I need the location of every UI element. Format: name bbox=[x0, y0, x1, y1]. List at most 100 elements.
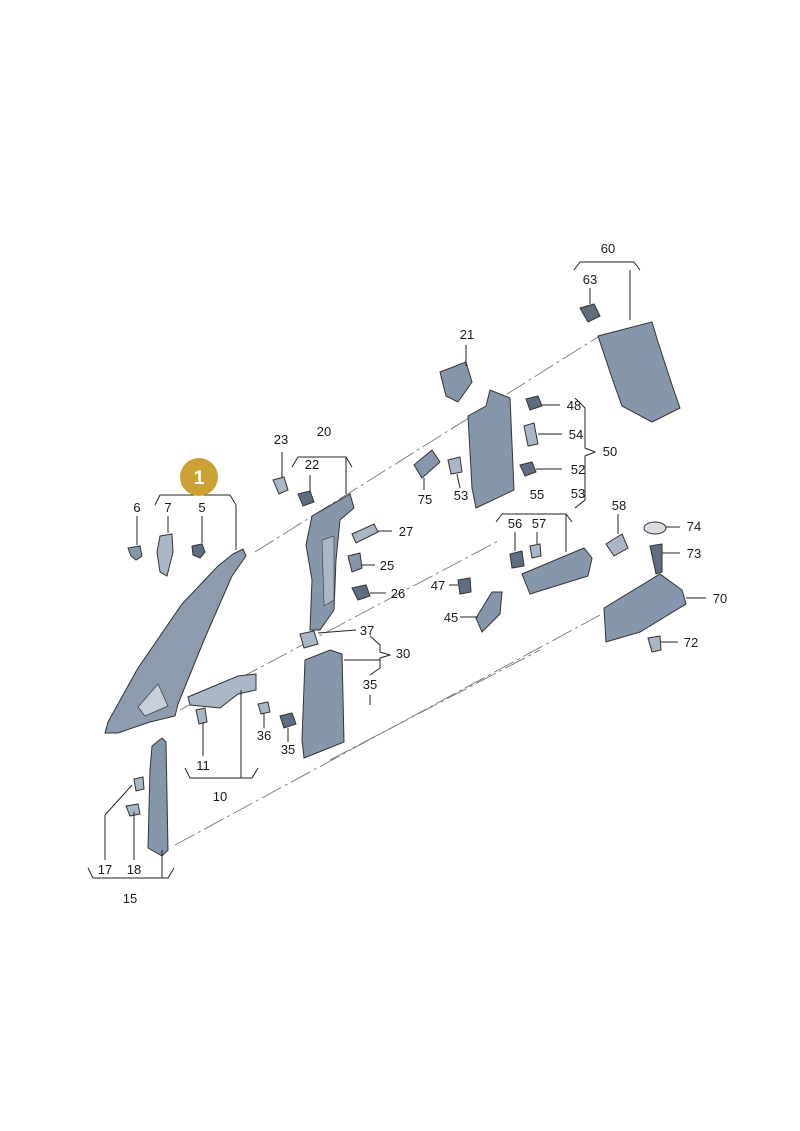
clip-63-shape bbox=[579, 303, 601, 323]
clip-57[interactable] bbox=[529, 543, 542, 559]
part-label[interactable]: 37 bbox=[360, 623, 374, 638]
leader-line bbox=[104, 784, 133, 816]
screw-52[interactable] bbox=[519, 461, 537, 477]
trim-panel-70[interactable] bbox=[603, 573, 687, 643]
part-label[interactable]: 58 bbox=[612, 498, 626, 513]
part-label[interactable]: 50 bbox=[603, 444, 617, 459]
a-pillar-trim-part[interactable] bbox=[104, 548, 247, 734]
b-pillar-lower-30[interactable] bbox=[301, 649, 345, 759]
bracket-21-shape bbox=[439, 361, 473, 403]
part-label[interactable]: 75 bbox=[418, 492, 432, 507]
screw-23-shape bbox=[272, 476, 289, 495]
part-label[interactable]: 45 bbox=[444, 610, 458, 625]
plug-74-shape bbox=[643, 521, 667, 535]
clip-57-shape bbox=[529, 543, 542, 559]
screw-73[interactable] bbox=[649, 543, 663, 575]
trim-panel-10[interactable] bbox=[187, 673, 257, 709]
lower-trim-15[interactable] bbox=[147, 737, 169, 857]
screw-36[interactable] bbox=[257, 701, 271, 715]
screw-48[interactable] bbox=[525, 395, 543, 411]
clip-58-shape bbox=[605, 533, 629, 557]
highlight-badge[interactable]: 1 bbox=[180, 458, 218, 496]
part-label[interactable]: 23 bbox=[274, 432, 288, 447]
part-label[interactable]: 72 bbox=[684, 635, 698, 650]
fastener-5[interactable] bbox=[191, 543, 206, 559]
clip-27[interactable] bbox=[351, 523, 379, 544]
trim-panel-70-shape bbox=[603, 573, 687, 643]
cover-75[interactable] bbox=[413, 449, 441, 479]
part-label[interactable]: 30 bbox=[396, 646, 410, 661]
part-label[interactable]: 21 bbox=[460, 327, 474, 342]
part-label[interactable]: 6 bbox=[133, 500, 140, 515]
screw-22[interactable] bbox=[297, 490, 315, 507]
part-label[interactable]: 56 bbox=[508, 516, 522, 531]
clip-54[interactable] bbox=[523, 422, 539, 447]
part-label[interactable]: 52 bbox=[571, 462, 585, 477]
part-label[interactable]: 36 bbox=[257, 728, 271, 743]
screw-26[interactable] bbox=[351, 584, 371, 601]
c-pillar-trim-50[interactable] bbox=[467, 389, 515, 509]
screw-35[interactable] bbox=[279, 712, 297, 729]
part-label[interactable]: 10 bbox=[213, 789, 227, 804]
part-label[interactable]: 55 bbox=[530, 487, 544, 502]
vent-55[interactable] bbox=[521, 547, 593, 595]
clip-53-shape bbox=[447, 456, 463, 475]
fastener-5-shape bbox=[191, 543, 206, 559]
part-label[interactable]: 54 bbox=[569, 427, 583, 442]
part-label[interactable]: 48 bbox=[567, 398, 581, 413]
clip-47[interactable] bbox=[457, 577, 472, 595]
clip-56[interactable] bbox=[509, 550, 525, 569]
screw-36-shape bbox=[257, 701, 271, 715]
part-label[interactable]: 35 bbox=[281, 742, 295, 757]
part-label[interactable]: 26 bbox=[391, 586, 405, 601]
cover-45[interactable] bbox=[475, 591, 503, 633]
d-pillar-trim-60[interactable] bbox=[597, 321, 681, 423]
bracket-21[interactable] bbox=[439, 361, 473, 403]
clip-37[interactable] bbox=[299, 630, 319, 649]
plug-74[interactable] bbox=[643, 521, 667, 535]
part-label[interactable]: 74 bbox=[687, 519, 701, 534]
part-label[interactable]: 70 bbox=[713, 591, 727, 606]
part-label[interactable]: 20 bbox=[317, 424, 331, 439]
part-label[interactable]: 7 bbox=[164, 500, 171, 515]
clip-11-shape bbox=[195, 707, 208, 725]
screw-35-shape bbox=[279, 712, 297, 729]
screw-72[interactable] bbox=[647, 635, 662, 653]
part-label[interactable]: 15 bbox=[123, 891, 137, 906]
clip-63[interactable] bbox=[579, 303, 601, 323]
part-label[interactable]: 53 bbox=[571, 486, 585, 501]
part-label[interactable]: 53 bbox=[454, 488, 468, 503]
fastener-6[interactable] bbox=[127, 545, 143, 561]
part-label[interactable]: 18 bbox=[127, 862, 141, 877]
bracket-group-15 bbox=[87, 867, 175, 879]
screw-23[interactable] bbox=[272, 476, 289, 495]
clip-25-shape bbox=[347, 552, 363, 573]
clip-25[interactable] bbox=[347, 552, 363, 573]
clip-18[interactable] bbox=[125, 803, 141, 817]
clip-54-shape bbox=[523, 422, 539, 447]
clip-53[interactable] bbox=[447, 456, 463, 475]
vent-55-shape bbox=[521, 547, 593, 595]
fastener-6-shape bbox=[127, 545, 143, 561]
part-label[interactable]: 22 bbox=[305, 457, 319, 472]
part-label[interactable]: 57 bbox=[532, 516, 546, 531]
highlight-badge-number: 1 bbox=[194, 468, 205, 489]
fastener-7[interactable] bbox=[156, 533, 174, 577]
part-label[interactable]: 35 bbox=[363, 677, 377, 692]
part-label[interactable]: 60 bbox=[601, 241, 615, 256]
clip-17[interactable] bbox=[133, 776, 145, 792]
part-label[interactable]: 17 bbox=[98, 862, 112, 877]
part-label[interactable]: 25 bbox=[380, 558, 394, 573]
part-label[interactable]: 11 bbox=[196, 758, 210, 773]
part-label[interactable]: 47 bbox=[431, 578, 445, 593]
part-label[interactable]: 5 bbox=[198, 500, 205, 515]
part-label[interactable]: 63 bbox=[583, 272, 597, 287]
clip-56-shape bbox=[509, 550, 525, 569]
b-pillar-upper-20[interactable] bbox=[305, 493, 355, 631]
part-label[interactable]: 73 bbox=[687, 546, 701, 561]
clip-11[interactable] bbox=[195, 707, 208, 725]
part-label[interactable]: 27 bbox=[399, 524, 413, 539]
part-labels: 6 7 5 23 22 20 27 25 26 37 30 35 36 35 1… bbox=[98, 241, 727, 906]
clip-58[interactable] bbox=[605, 533, 629, 557]
bracket-group-55 bbox=[495, 513, 573, 523]
